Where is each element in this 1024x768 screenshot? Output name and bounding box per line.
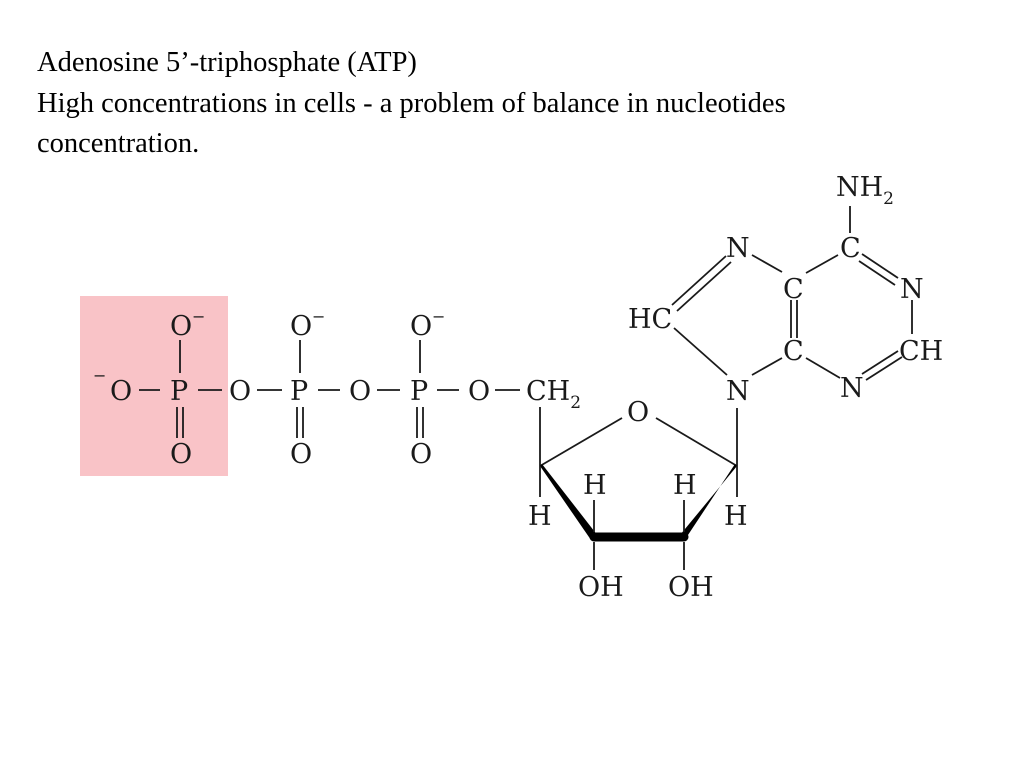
c4-label: C bbox=[783, 336, 804, 367]
ch-label: CH bbox=[899, 336, 943, 367]
caption-line-1: Adenosine 5’-triphosphate (ATP) bbox=[37, 47, 417, 78]
hc8-label: HC bbox=[628, 304, 672, 335]
p2-label: P bbox=[290, 376, 308, 407]
minus-superscript-left: − bbox=[93, 366, 106, 385]
wedge-right bbox=[680, 464, 737, 538]
h-label-3: H bbox=[673, 470, 697, 501]
o-bridge-label-2: O bbox=[349, 376, 371, 407]
oh-label-2: OH bbox=[668, 572, 714, 603]
o-minus-label-1: O bbox=[170, 311, 192, 342]
caption-line-3: concentration. bbox=[37, 128, 200, 159]
ring-oxygen-label: O bbox=[627, 397, 649, 428]
minus-superscript-3: − bbox=[432, 307, 445, 326]
o-left-label: O bbox=[110, 376, 132, 407]
nh2-subscript: 2 bbox=[883, 189, 894, 209]
o-bottom-label-3: O bbox=[410, 439, 432, 470]
ch2-subscript: 2 bbox=[570, 393, 581, 413]
n9-label: N bbox=[726, 376, 750, 407]
c6-label: C bbox=[840, 233, 861, 264]
ribose-labels: O H H H H OH OH bbox=[528, 397, 748, 603]
o-bottom-label-2: O bbox=[290, 439, 312, 470]
phosphate-labels: O − O − O − − O P O P O P O O O O CH2 bbox=[93, 307, 581, 470]
n3-label: N bbox=[840, 373, 864, 404]
adenine-labels: NH2 N C N C HC C CH N N bbox=[628, 172, 943, 407]
c5-label: C bbox=[783, 274, 804, 305]
n7-label: N bbox=[726, 233, 750, 264]
h-label-1: H bbox=[528, 501, 552, 532]
n1-label: N bbox=[900, 274, 924, 305]
o-minus-label-3: O bbox=[410, 311, 432, 342]
adenine-bonds bbox=[671, 206, 913, 381]
minus-superscript-2: − bbox=[312, 307, 325, 326]
slide-caption: Adenosine 5’-triphosphate (ATP) High con… bbox=[37, 43, 997, 165]
ch2-label: CH2 bbox=[526, 376, 581, 413]
ch2-text: CH bbox=[526, 376, 570, 407]
o-bridge-label-3: O bbox=[468, 376, 490, 407]
nh2-label: NH2 bbox=[836, 172, 894, 209]
minus-superscript-1: − bbox=[192, 307, 205, 326]
wedge-left bbox=[540, 464, 598, 540]
phosphate-chain-bonds bbox=[139, 340, 520, 438]
p1-label: P bbox=[170, 376, 188, 407]
terminal-phosphate-highlight bbox=[80, 296, 228, 476]
o-bottom-label-1: O bbox=[170, 439, 192, 470]
nh2-text: NH bbox=[836, 172, 883, 203]
caption-line-2: High concentrations in cells - a problem… bbox=[37, 87, 786, 119]
h-label-4: H bbox=[724, 501, 748, 532]
ribose-ring-bonds bbox=[539, 407, 738, 570]
o-bridge-label-1: O bbox=[229, 376, 251, 407]
h-label-2: H bbox=[583, 470, 607, 501]
oh-label-1: OH bbox=[578, 572, 624, 603]
p3-label: P bbox=[410, 376, 428, 407]
o-minus-label-2: O bbox=[290, 311, 312, 342]
